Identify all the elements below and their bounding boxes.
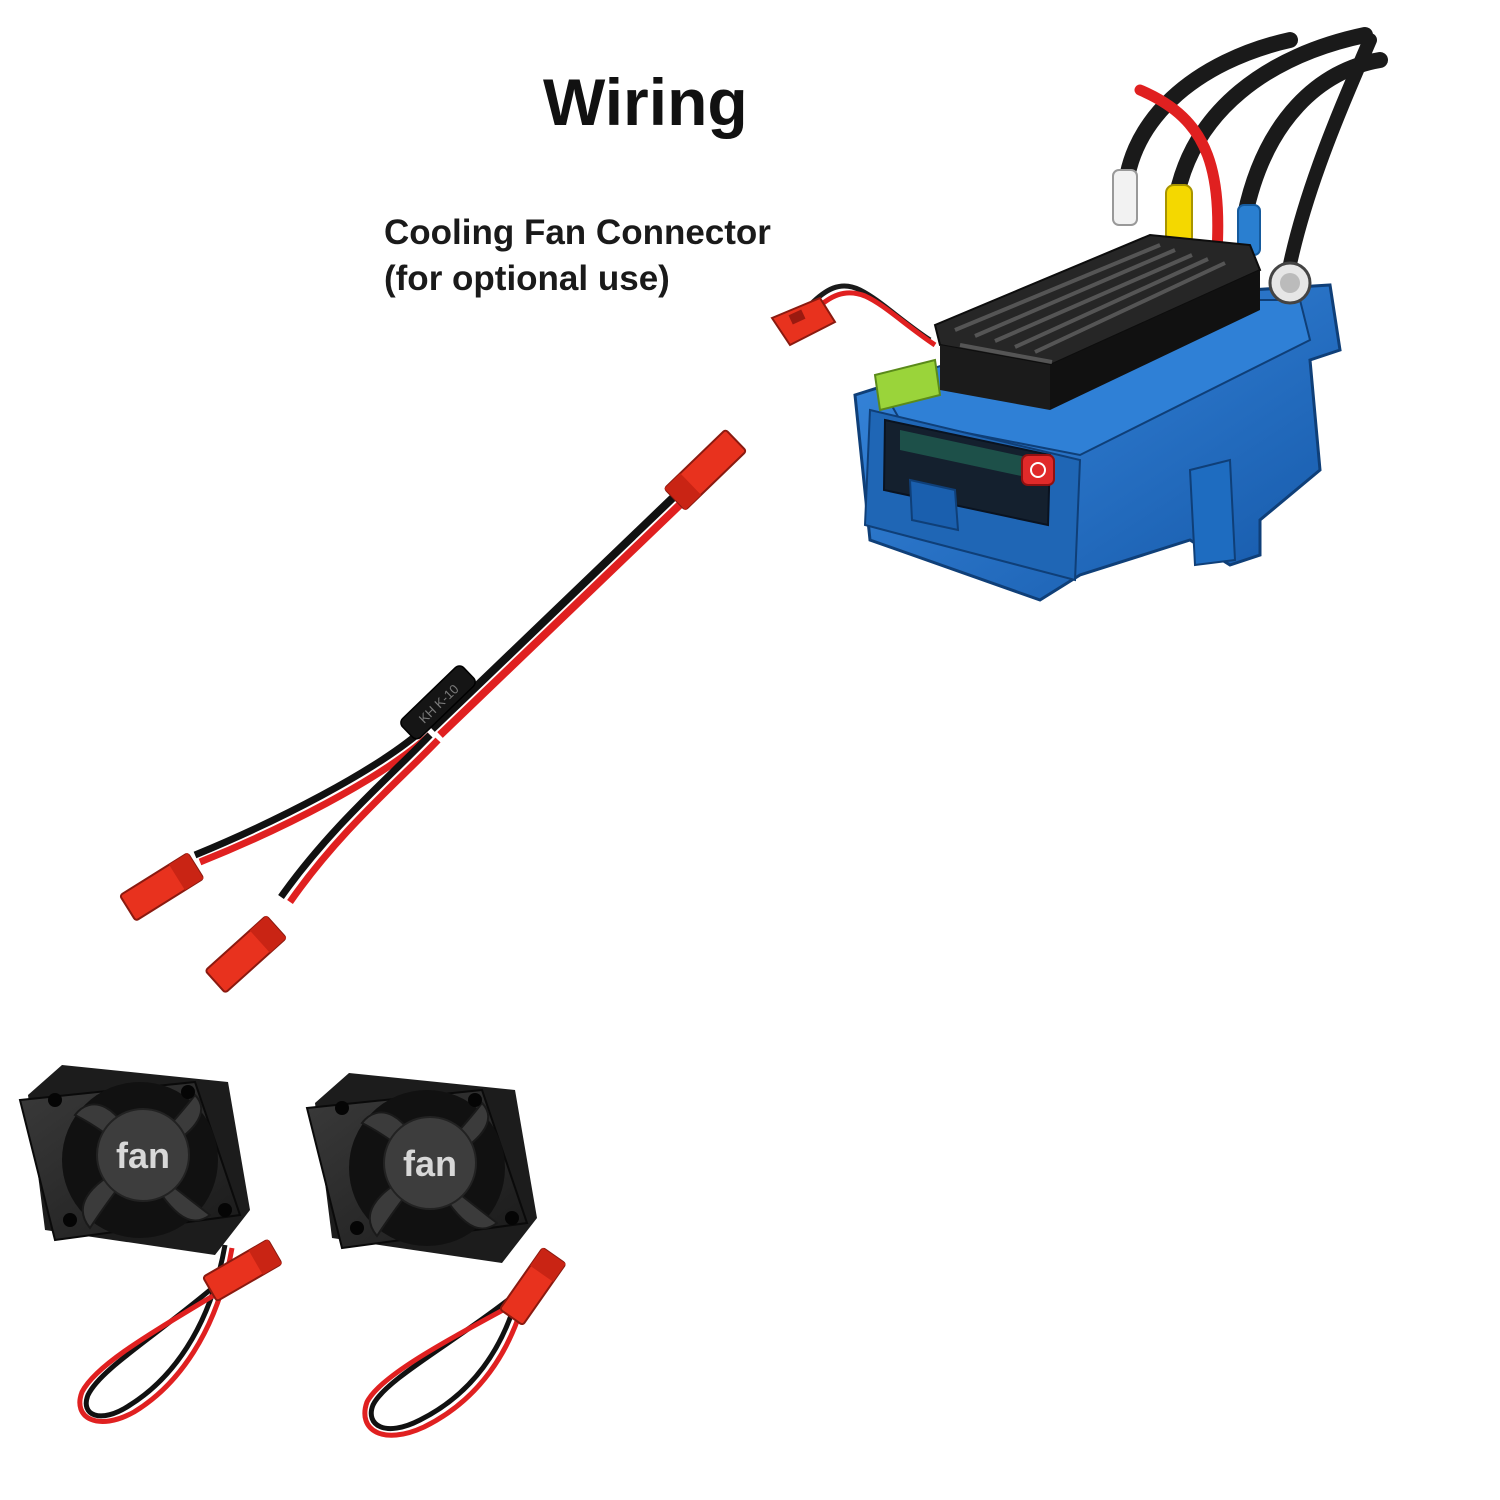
fan-2-label: fan bbox=[403, 1143, 457, 1184]
heatsink-fins bbox=[954, 243, 1226, 364]
fan-1-lead-black bbox=[83, 1244, 228, 1419]
esc-fan-lead-red bbox=[813, 290, 937, 348]
splitter-connector-top bbox=[664, 429, 747, 511]
splitter-junction-sleeve bbox=[400, 665, 476, 740]
cooling-fan-2: fan bbox=[305, 1073, 566, 1438]
esc-label-sticker bbox=[873, 358, 942, 412]
cooling-fan-connector-callout: Cooling Fan Connector (for optional use) bbox=[384, 210, 771, 302]
cooling-fan-1: fan bbox=[18, 1065, 282, 1424]
fan-2-hub bbox=[383, 1116, 477, 1210]
esc-power-wires bbox=[1116, 27, 1388, 297]
fan-1-lead-red bbox=[77, 1247, 235, 1424]
page-title: Wiring bbox=[543, 65, 748, 139]
y-splitter-cable: KH K-10 bbox=[119, 429, 747, 993]
splitter-connector-left bbox=[119, 853, 204, 921]
callout-line-2: (for optional use) bbox=[384, 259, 670, 298]
fan-2-lead-red bbox=[362, 1287, 530, 1438]
white-sleeve bbox=[1112, 169, 1138, 226]
splitter-trunk-red bbox=[437, 492, 693, 738]
splitter-connector-right bbox=[205, 915, 287, 993]
splitter-trunk-black bbox=[429, 486, 685, 732]
callout-line-1: Cooling Fan Connector bbox=[384, 213, 771, 252]
fan-1-hub bbox=[96, 1108, 190, 1202]
fan-2-connector bbox=[499, 1247, 566, 1326]
fan-2-lead-black bbox=[368, 1284, 523, 1431]
fan-1-connector bbox=[202, 1239, 282, 1302]
esc-speed-controller bbox=[770, 27, 1388, 602]
esc-fan-connector bbox=[770, 296, 837, 347]
fan-1-label: fan bbox=[116, 1135, 170, 1176]
esc-power-button bbox=[1021, 454, 1055, 486]
